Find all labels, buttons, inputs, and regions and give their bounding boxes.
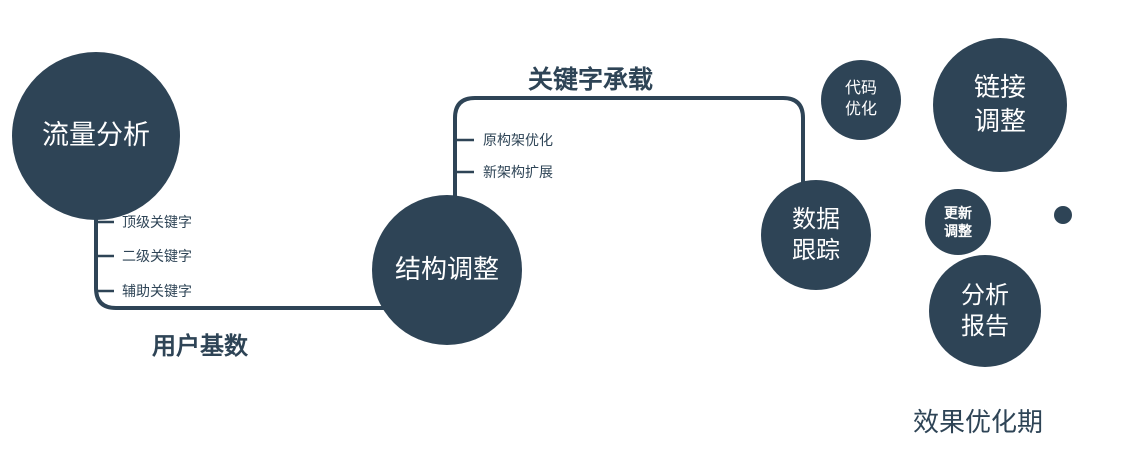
node-traffic-analysis: 流量分析 — [12, 52, 180, 220]
bullet-dot — [1054, 206, 1072, 224]
branch-label-secondary-keyword: 二级关键字 — [122, 248, 192, 264]
node-analysis-report: 分析 报告 — [929, 255, 1041, 367]
node-update-adjustment: 更新 调整 — [925, 189, 991, 255]
node-code-optimization: 代码 优化 — [821, 60, 901, 140]
node-link-adjustment: 链接 调整 — [933, 38, 1067, 172]
branch-label-top-keyword: 顶级关键字 — [122, 214, 192, 230]
branch-label-auxiliary-keyword: 辅助关键字 — [122, 283, 192, 299]
edge-traffic-to-structure — [94, 150, 400, 310]
node-structure-adjustment: 结构调整 — [372, 195, 522, 345]
edge-structure-to-tracking — [453, 96, 805, 270]
node-data-tracking: 数据 跟踪 — [761, 180, 871, 290]
edge-label-keyword-load: 关键字承载 — [528, 66, 654, 94]
branch-label-new-architecture: 新架构扩展 — [483, 164, 553, 180]
edge-label-user-base: 用户基数 — [152, 333, 248, 360]
branch-label-original-architecture: 原构架优化 — [483, 132, 553, 148]
footer-phase-label: 效果优化期 — [912, 407, 1043, 437]
